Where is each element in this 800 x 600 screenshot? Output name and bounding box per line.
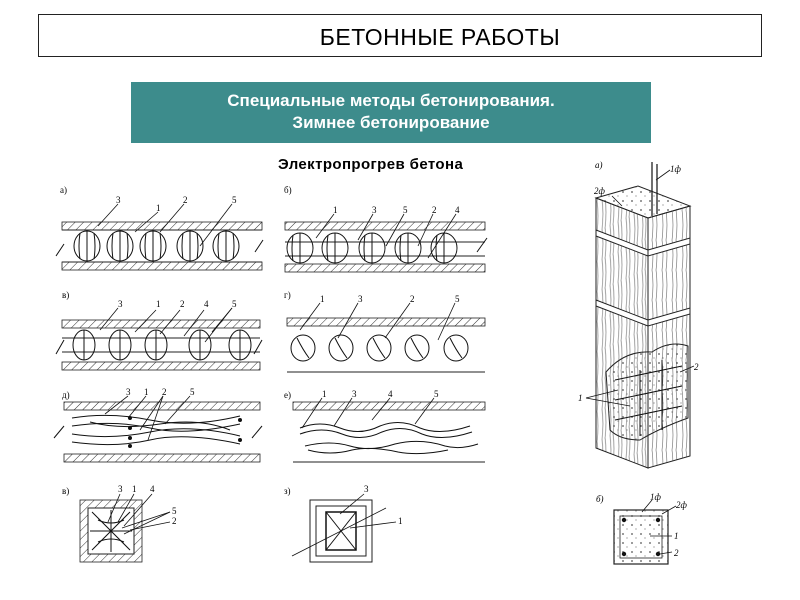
panel-z-num-3: 3 xyxy=(364,484,369,494)
column-b-label-1f: 1ф xyxy=(650,492,662,502)
column-b-label-1: 1 xyxy=(674,531,679,541)
panel-d: д) 3 1 2 5 xyxy=(53,387,263,463)
column-a-label-1f: 1ф xyxy=(670,164,682,174)
panel-z-letter: з) xyxy=(284,486,291,496)
panel-g-num-3: 3 xyxy=(358,294,363,304)
column-drawing-b: б) 1ф 2ф 1 2 xyxy=(596,492,688,565)
panel-g-letter: г) xyxy=(284,290,291,300)
panel-g-num-5: 5 xyxy=(455,294,460,304)
panel-g: г) 1 3 2 5 xyxy=(284,290,486,373)
panel-a-num-3: 3 xyxy=(116,195,121,205)
panel-b-num-4: 4 xyxy=(455,205,460,215)
panel-z: з) 3 1 xyxy=(284,484,403,563)
panel-zh-num-5: 5 xyxy=(172,506,177,516)
column-drawing-a: а) 1ф 2ф 2 1 xyxy=(578,160,699,469)
panel-d-num-3: 3 xyxy=(126,387,131,397)
panel-v-letter: в) xyxy=(62,290,69,300)
panel-g-num-2: 2 xyxy=(410,294,415,304)
banner-line-2: Зимнее бетонирование xyxy=(292,113,490,132)
column-letter-a: а) xyxy=(595,160,603,170)
panel-zh-num-3: 3 xyxy=(118,484,123,494)
panel-b-letter: б) xyxy=(284,185,292,195)
column-letter-b: б) xyxy=(596,494,604,504)
panel-d-num-5: 5 xyxy=(190,387,195,397)
panel-b-num-2: 2 xyxy=(432,205,437,215)
panel-b-num-5: 5 xyxy=(403,205,408,215)
panel-v-num-5: 5 xyxy=(232,299,237,309)
panel-e: е) 1 3 4 5 xyxy=(284,389,486,463)
panel-e-num-3: 3 xyxy=(352,389,357,399)
panel-zh: в) 3 1 4 5 2 xyxy=(62,484,177,563)
figure-caption: Электропрогрев бетона xyxy=(278,156,464,173)
panel-v-num-3: 3 xyxy=(118,299,123,309)
page-title: БЕТОННЫЕ РАБОТЫ xyxy=(319,24,561,50)
panel-a-num-2: 2 xyxy=(183,195,188,205)
panel-d-num-1: 1 xyxy=(144,387,149,397)
panel-a: а) 3 1 2 5 xyxy=(55,185,264,271)
panel-zh-num-4: 4 xyxy=(150,484,155,494)
panel-e-num-1: 1 xyxy=(322,389,327,399)
panel-b-num-1: 1 xyxy=(333,205,338,215)
panel-a-heaters xyxy=(73,230,240,262)
panel-g-num-1: 1 xyxy=(320,294,325,304)
panel-zh-letter: в) xyxy=(62,486,69,496)
column-b-label-2: 2 xyxy=(674,548,679,558)
column-a-label-2: 2 xyxy=(694,362,699,372)
panel-e-num-4: 4 xyxy=(388,389,393,399)
panel-d-num-2: 2 xyxy=(162,387,167,397)
panel-e-letter: е) xyxy=(284,390,291,400)
banner-line-1: Специальные методы бетонирования. xyxy=(227,91,555,110)
panel-z-num-1: 1 xyxy=(398,516,403,526)
panel-v-num-4: 4 xyxy=(204,299,209,309)
panel-a-num-1: 1 xyxy=(156,203,161,213)
title-box: БЕТОННЫЕ РАБОТЫ xyxy=(38,14,762,57)
panel-v: в) 3 1 2 4 5 xyxy=(55,290,263,371)
column-a-label-2f: 2ф xyxy=(594,186,606,196)
panel-a-num-5: 5 xyxy=(232,195,237,205)
panel-b-num-3: 3 xyxy=(372,205,377,215)
panel-e-num-5: 5 xyxy=(434,389,439,399)
panel-zh-num-1: 1 xyxy=(132,484,137,494)
panel-a-letter: а) xyxy=(60,185,67,195)
panel-b: б) 1 3 5 2 4 xyxy=(284,185,488,273)
panel-v-num-2: 2 xyxy=(180,299,185,309)
panel-zh-num-2: 2 xyxy=(172,516,177,526)
column-b-label-2f: 2ф xyxy=(676,500,688,510)
panel-v-num-1: 1 xyxy=(156,299,161,309)
column-a-label-1: 1 xyxy=(578,393,583,403)
panel-d-letter: д) xyxy=(62,390,70,400)
section-banner: Специальные методы бетонирования. Зимнее… xyxy=(131,82,651,143)
